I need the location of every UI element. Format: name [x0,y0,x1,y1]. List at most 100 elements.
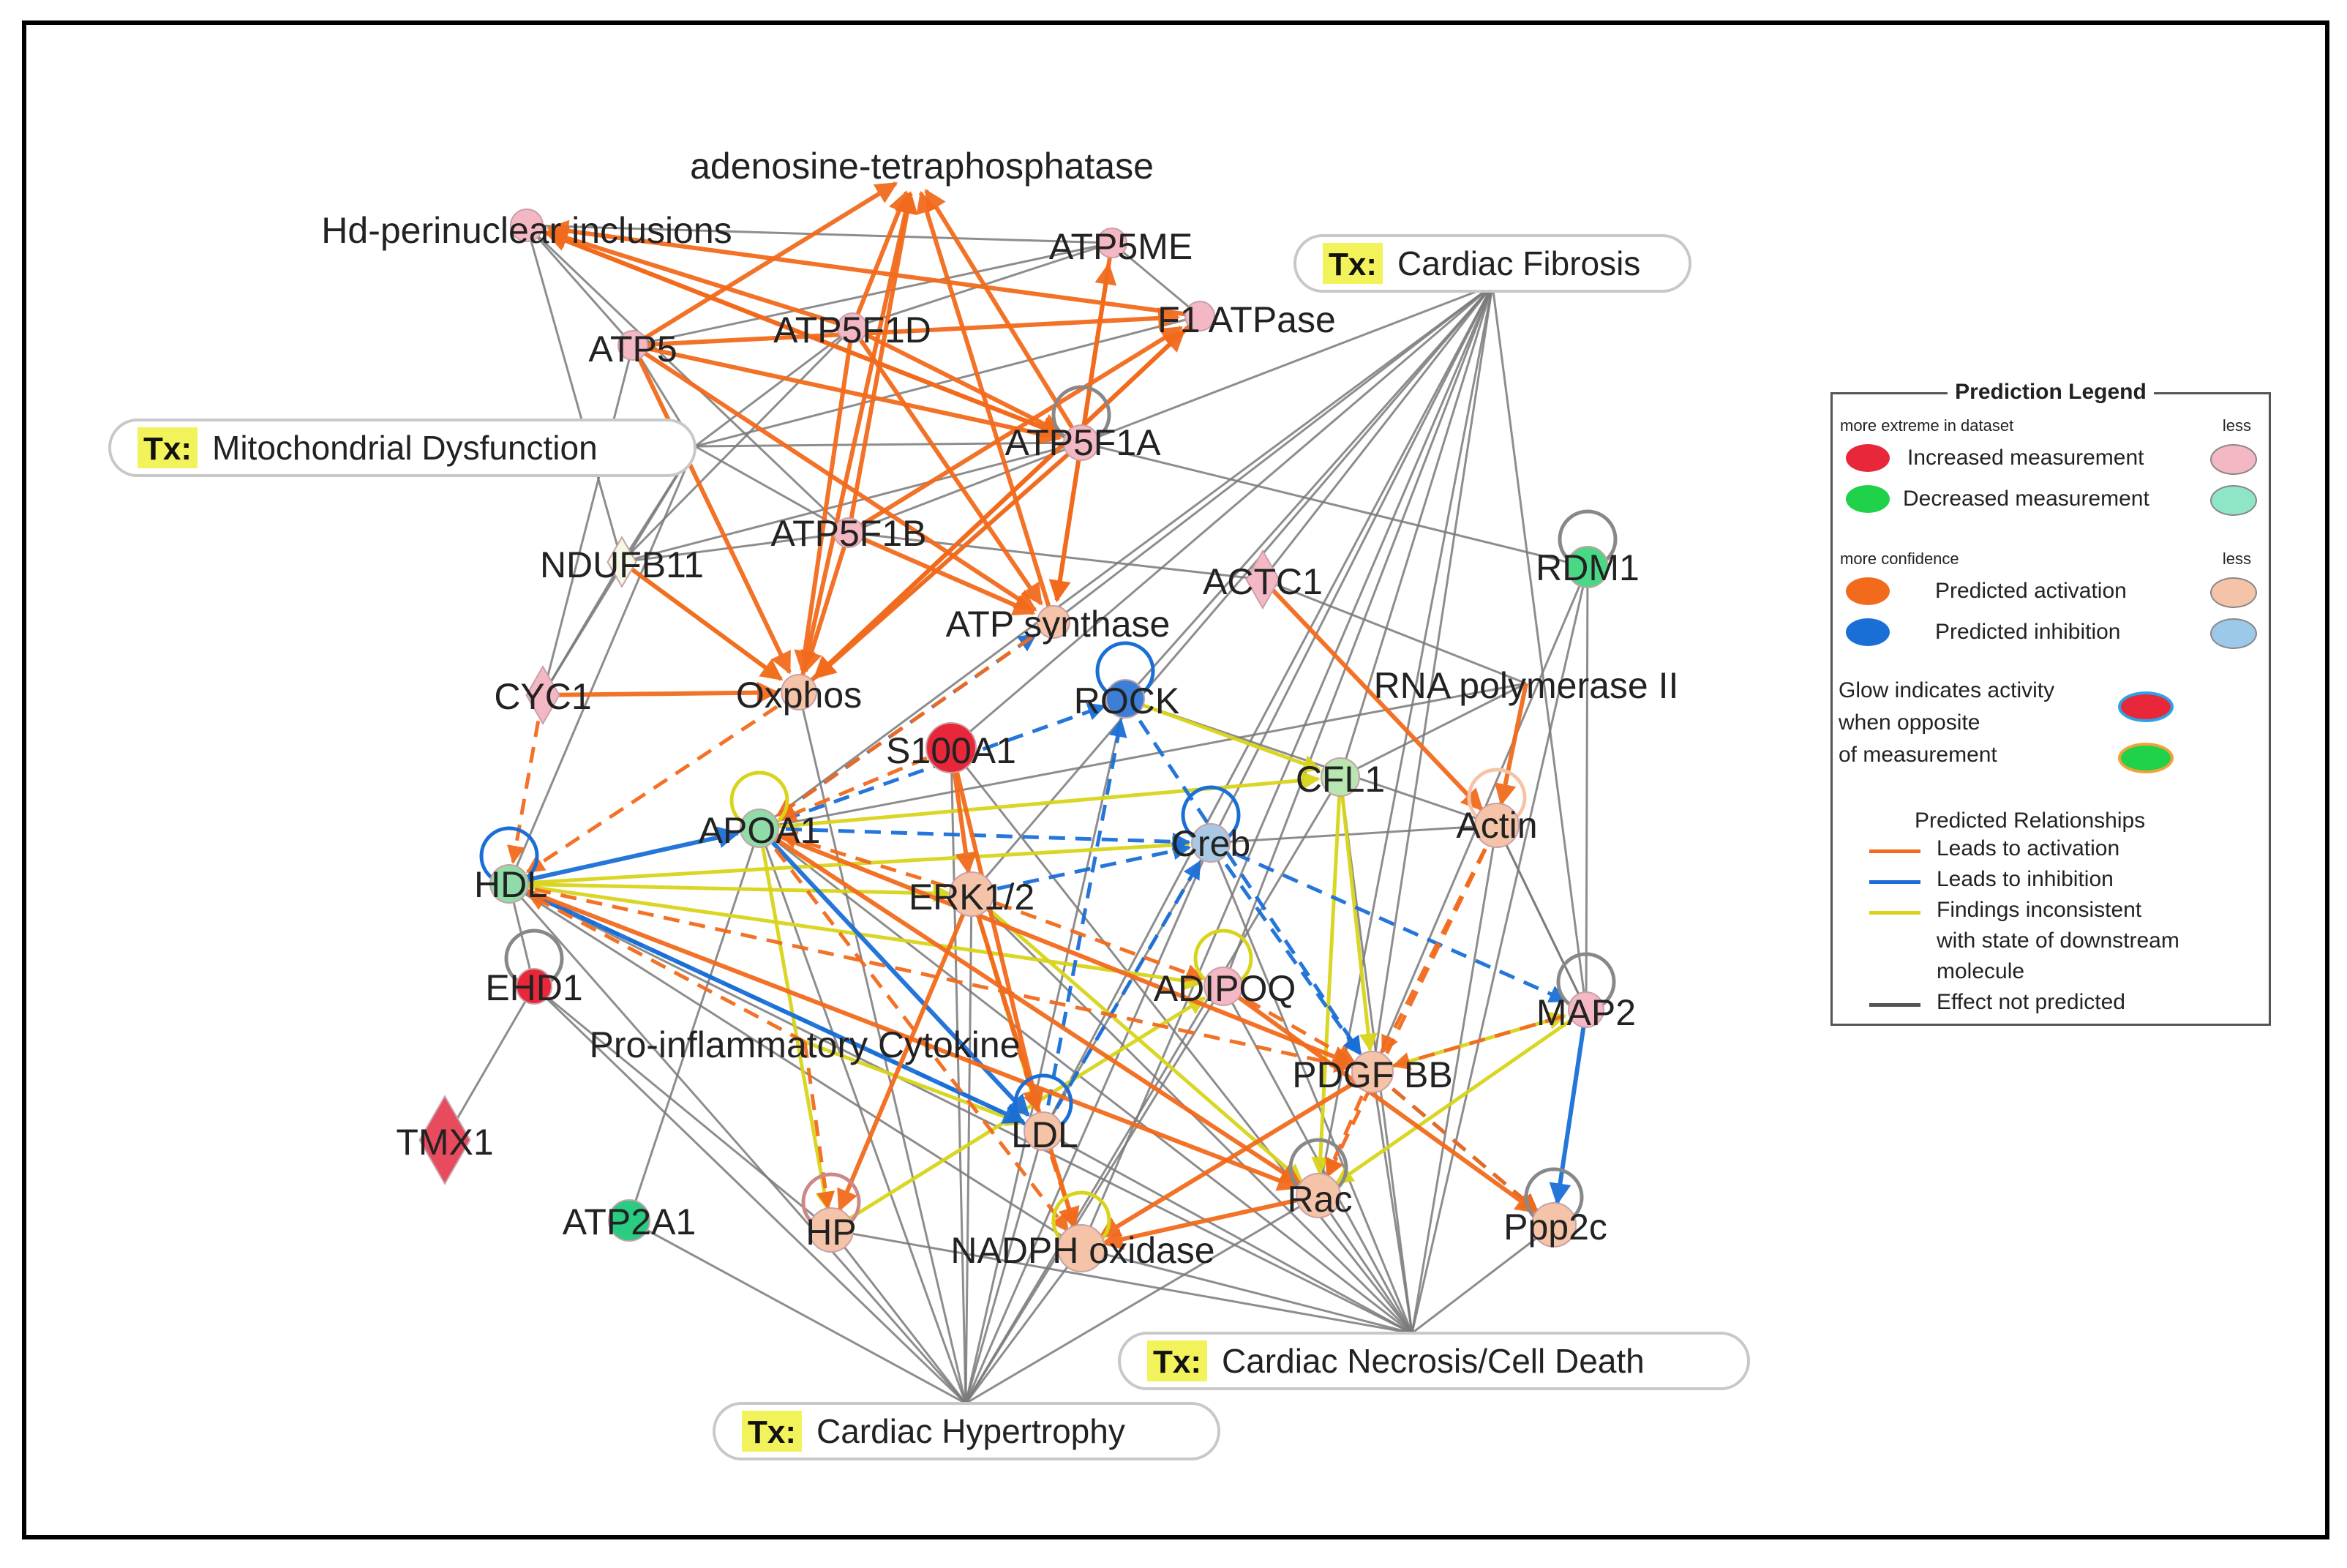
rel-inhibition-swatch [1869,880,1920,884]
node-label-rock[interactable]: ROCK [1074,680,1179,721]
node-label-creb[interactable]: Creb [1171,823,1250,864]
tx-box-hypertrophy[interactable]: Tx:Cardiac Hypertrophy [713,1402,1220,1460]
node-shape-actin[interactable] [1474,803,1520,848]
edge-atp5-oxphos [631,344,792,675]
node-label-ndufb11[interactable]: NDUFB11 [540,544,704,585]
node-label-pdgfbb[interactable]: PDGF BB [1292,1054,1452,1095]
node-shape-atp5f1d[interactable] [837,312,868,343]
node-shape-adipoq[interactable] [1203,967,1243,1006]
node-label-hdl[interactable]: HDL [474,864,547,905]
node-shape-ehd1[interactable] [516,968,552,1005]
node-shape-rock[interactable] [1105,679,1145,719]
node-shape-cyc1[interactable] [525,664,560,726]
node-label-map2[interactable]: MAP2 [1536,992,1636,1033]
node-label-atpsynthase[interactable]: ATP synthase [946,604,1171,645]
node-shape-map2[interactable] [1568,991,1604,1028]
node-label-ldl[interactable]: LDL [1011,1114,1078,1155]
edge-atp5f1d-ndufb11 [620,326,854,563]
relationships-title: Predicted Relationships [1915,809,2146,833]
node-label-actc1[interactable]: ACTC1 [1203,561,1323,602]
node-label-nadph[interactable]: NADPH oxidase [950,1230,1214,1271]
node-label-hd[interactable]: Hd-perinuclear inclusions [321,210,732,251]
edge-necrosis-actin [1411,825,1498,1334]
node-label-atp5f1b[interactable]: ATP5F1B [770,513,926,554]
edge-apoa1-cfl1 [759,771,1321,830]
node-shape-tmx1[interactable] [418,1095,471,1185]
edge-actc1-actin [1261,577,1484,811]
node-shape-hdl[interactable] [489,864,529,904]
node-shape-atp5f1b[interactable] [833,517,864,548]
node-shape-hd[interactable] [510,209,544,242]
node-shape-actc1[interactable] [1245,549,1280,610]
node-shape-rac[interactable] [1296,1173,1341,1218]
node-label-atp5me[interactable]: ATP5ME [1049,226,1193,267]
node-label-f1atpase[interactable]: F1 ATPase [1157,299,1336,340]
node-label-s100a1[interactable]: S100A1 [886,730,1016,771]
decreased-less-swatch [2210,485,2257,516]
node-shape-nadph[interactable] [1057,1224,1105,1272]
node-label-rdm1[interactable]: RDM1 [1536,547,1640,588]
node-label-ppp2c[interactable]: Ppp2c [1503,1207,1607,1248]
edge-apoa1-rock [759,702,1107,830]
node-shape-ppp2c[interactable] [1531,1202,1577,1248]
node-shape-creb[interactable] [1191,823,1231,863]
node-label-tmx1[interactable]: TMX1 [396,1122,493,1163]
edge-hypertrophy-atp2a1 [628,1219,966,1405]
node-label-atp5f1d[interactable]: ATP5F1D [773,310,931,350]
node-label-atp2a1[interactable]: ATP2A1 [563,1201,696,1242]
node-shape-s100a1[interactable] [925,722,977,773]
rel-inconsistent-label-2: with state of downstream [1937,929,2179,953]
edge-fibrosis-rock [1124,285,1494,699]
edge-cfl1-rac [1311,776,1343,1176]
node-shape-atp5[interactable] [617,330,648,361]
node-label-adenosine[interactable]: adenosine-tetraphosphatase [690,146,1154,187]
increased-swatch [1846,444,1890,472]
tx-box-necrosis[interactable]: Tx:Cardiac Necrosis/Cell Death [1118,1332,1750,1390]
edge-necrosis-nadph [1081,1247,1413,1335]
node-label-actin[interactable]: Actin [1456,805,1537,846]
edge-mito-atp5f1a [694,441,1082,448]
tx-box-mito[interactable]: Tx:Mitochondrial Dysfunction [108,419,696,477]
node-label-atp5f1a[interactable]: ATP5F1A [1004,422,1161,463]
edge-hd-atp5f1a [525,223,1063,438]
edge-necrosis-creb [1209,842,1413,1334]
edge-atp5f1a-rdm1 [1081,441,1588,569]
edge-atp5me-f1atpase [1111,241,1201,318]
node-shape-atp2a1[interactable] [608,1199,650,1242]
edge-necrosis-rdm1 [1411,566,1589,1334]
node-shape-ldl[interactable] [1024,1111,1063,1151]
edge-atp5f1b-atpsynthase [847,530,1036,615]
tx-box-fibrosis[interactable]: Tx:Cardiac Fibrosis [1293,234,1691,293]
node-label-hp[interactable]: HP [806,1212,856,1253]
node-shape-hp[interactable] [808,1207,854,1253]
node-label-erk[interactable]: ERK1/2 [909,877,1034,918]
node-shape-f1atpase[interactable] [1184,301,1215,331]
node-shape-atp5f1a[interactable] [1063,424,1100,461]
node-label-proinfl[interactable]: Pro-inflammatory Cytokine [589,1024,1020,1065]
node-label-cfl1[interactable]: CFL1 [1296,759,1385,800]
node-shape-atpsynthase[interactable] [1037,605,1070,639]
node-shape-apoa1[interactable] [740,809,779,848]
node-shape-cfl1[interactable] [1321,757,1360,797]
node-label-rac[interactable]: Rac [1288,1179,1353,1220]
tx-label-mito: Mitochondrial Dysfunction [212,429,598,467]
node-shape-rdm1[interactable] [1566,546,1609,588]
node-label-oxphos[interactable]: Oxphos [736,675,862,716]
node-label-rnapol[interactable]: RNA polymerase II [1374,665,1679,706]
edge-fibrosis-atpsynthase [1053,284,1493,623]
node-shape-oxphos[interactable] [781,674,817,710]
node-shape-pdgfbb[interactable] [1351,1051,1394,1093]
node-label-adipoq[interactable]: ADIPOQ [1154,968,1296,1009]
rel-not-predicted-swatch [1869,1003,1920,1007]
node-label-atp5[interactable]: ATP5 [588,329,677,370]
node-label-cyc1[interactable]: CYC1 [494,676,591,717]
node-shape-erk[interactable] [949,871,994,917]
node-label-apoa1[interactable]: APOA1 [699,810,821,851]
node-label-ehd1[interactable]: EHD1 [485,967,582,1008]
node-shape-ndufb11[interactable] [607,536,637,588]
node-shape-atp5me[interactable] [1097,228,1127,258]
inhibition-label: Predicted inhibition [1935,620,2121,644]
edge-atp5f1b-actc1 [848,531,1263,581]
edge-ehd1-tmx1 [443,986,536,1141]
